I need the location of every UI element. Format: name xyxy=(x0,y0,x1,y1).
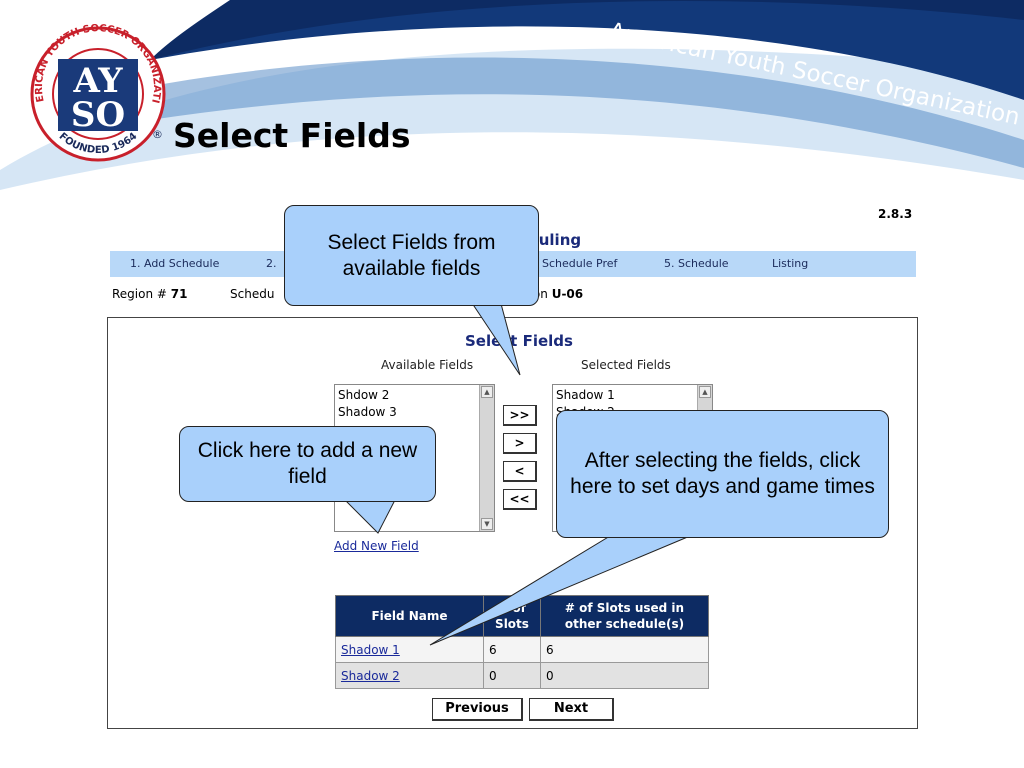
ayso-logo-icon: AY SO AMERICAN YOUTH SOCCER ORGANIZATION… xyxy=(28,24,166,162)
column-header: Field Name xyxy=(335,595,484,637)
header-banner xyxy=(0,0,1024,191)
move-all-left-button[interactable]: << xyxy=(503,489,537,510)
logo-letters-bottom: SO xyxy=(71,95,125,135)
slots-cell: 6 xyxy=(483,636,541,663)
previous-button[interactable]: Previous xyxy=(432,698,523,721)
available-list-scrollbar[interactable]: ▲ ▼ xyxy=(479,385,494,531)
fields-table: Field Name # of Slots # of Slots used in… xyxy=(335,595,709,689)
division-value: U-06 xyxy=(551,287,584,301)
column-header: # of Slots xyxy=(483,595,541,637)
slots-cell: 0 xyxy=(483,662,541,689)
slide-title: Select Fields xyxy=(173,116,411,155)
step-2[interactable]: 2. xyxy=(266,257,277,270)
version-label: 2.8.3 xyxy=(878,207,913,221)
selected-option[interactable]: Shadow 1 xyxy=(556,388,615,402)
scroll-up-icon[interactable]: ▲ xyxy=(481,386,493,398)
schedule-label: Schedu xyxy=(230,287,275,301)
available-fields-label: Available Fields xyxy=(381,358,474,372)
panel-title: Select Fields xyxy=(465,332,573,350)
move-right-button[interactable]: > xyxy=(503,433,537,454)
callout-add-field: Click here to add a new field xyxy=(179,426,436,502)
selected-fields-label: Selected Fields xyxy=(581,358,671,372)
step-schedule-pref[interactable]: Schedule Pref xyxy=(542,257,618,270)
field-name-link[interactable]: Shadow 1 xyxy=(341,642,400,657)
scroll-up-icon[interactable]: ▲ xyxy=(699,386,711,398)
available-option[interactable]: Shadow 3 xyxy=(338,405,397,419)
used-slots-cell: 6 xyxy=(540,636,709,663)
region-value: 71 xyxy=(170,287,188,301)
page-heading: duling xyxy=(528,231,582,249)
next-button[interactable]: Next xyxy=(529,698,614,721)
move-left-button[interactable]: < xyxy=(503,461,537,482)
add-new-field-link[interactable]: Add New Field xyxy=(334,539,419,553)
table-row: Shadow 2 0 0 xyxy=(335,662,709,689)
step-schedule[interactable]: 5. Schedule xyxy=(664,257,729,270)
table-header-row: Field Name # of Slots # of Slots used in… xyxy=(335,595,709,637)
logo-letters-top: AY xyxy=(73,61,124,101)
move-all-right-button[interactable]: >> xyxy=(503,405,537,426)
field-name-link[interactable]: Shadow 2 xyxy=(341,668,400,683)
table-row: Shadow 1 6 6 xyxy=(335,636,709,663)
callout-select-fields: Select Fields from available fields xyxy=(284,205,539,306)
step-listing[interactable]: Listing xyxy=(772,257,809,270)
step-add-schedule[interactable]: 1. Add Schedule xyxy=(130,257,220,270)
available-option[interactable]: Shdow 2 xyxy=(338,388,390,402)
column-header: # of Slots used in other schedule(s) xyxy=(540,595,709,637)
scroll-down-icon[interactable]: ▼ xyxy=(481,518,493,530)
region-label: Region # xyxy=(112,287,167,301)
callout-after-selecting: After selecting the fields, click here t… xyxy=(556,410,889,538)
used-slots-cell: 0 xyxy=(540,662,709,689)
registered-mark: ® xyxy=(152,128,163,141)
